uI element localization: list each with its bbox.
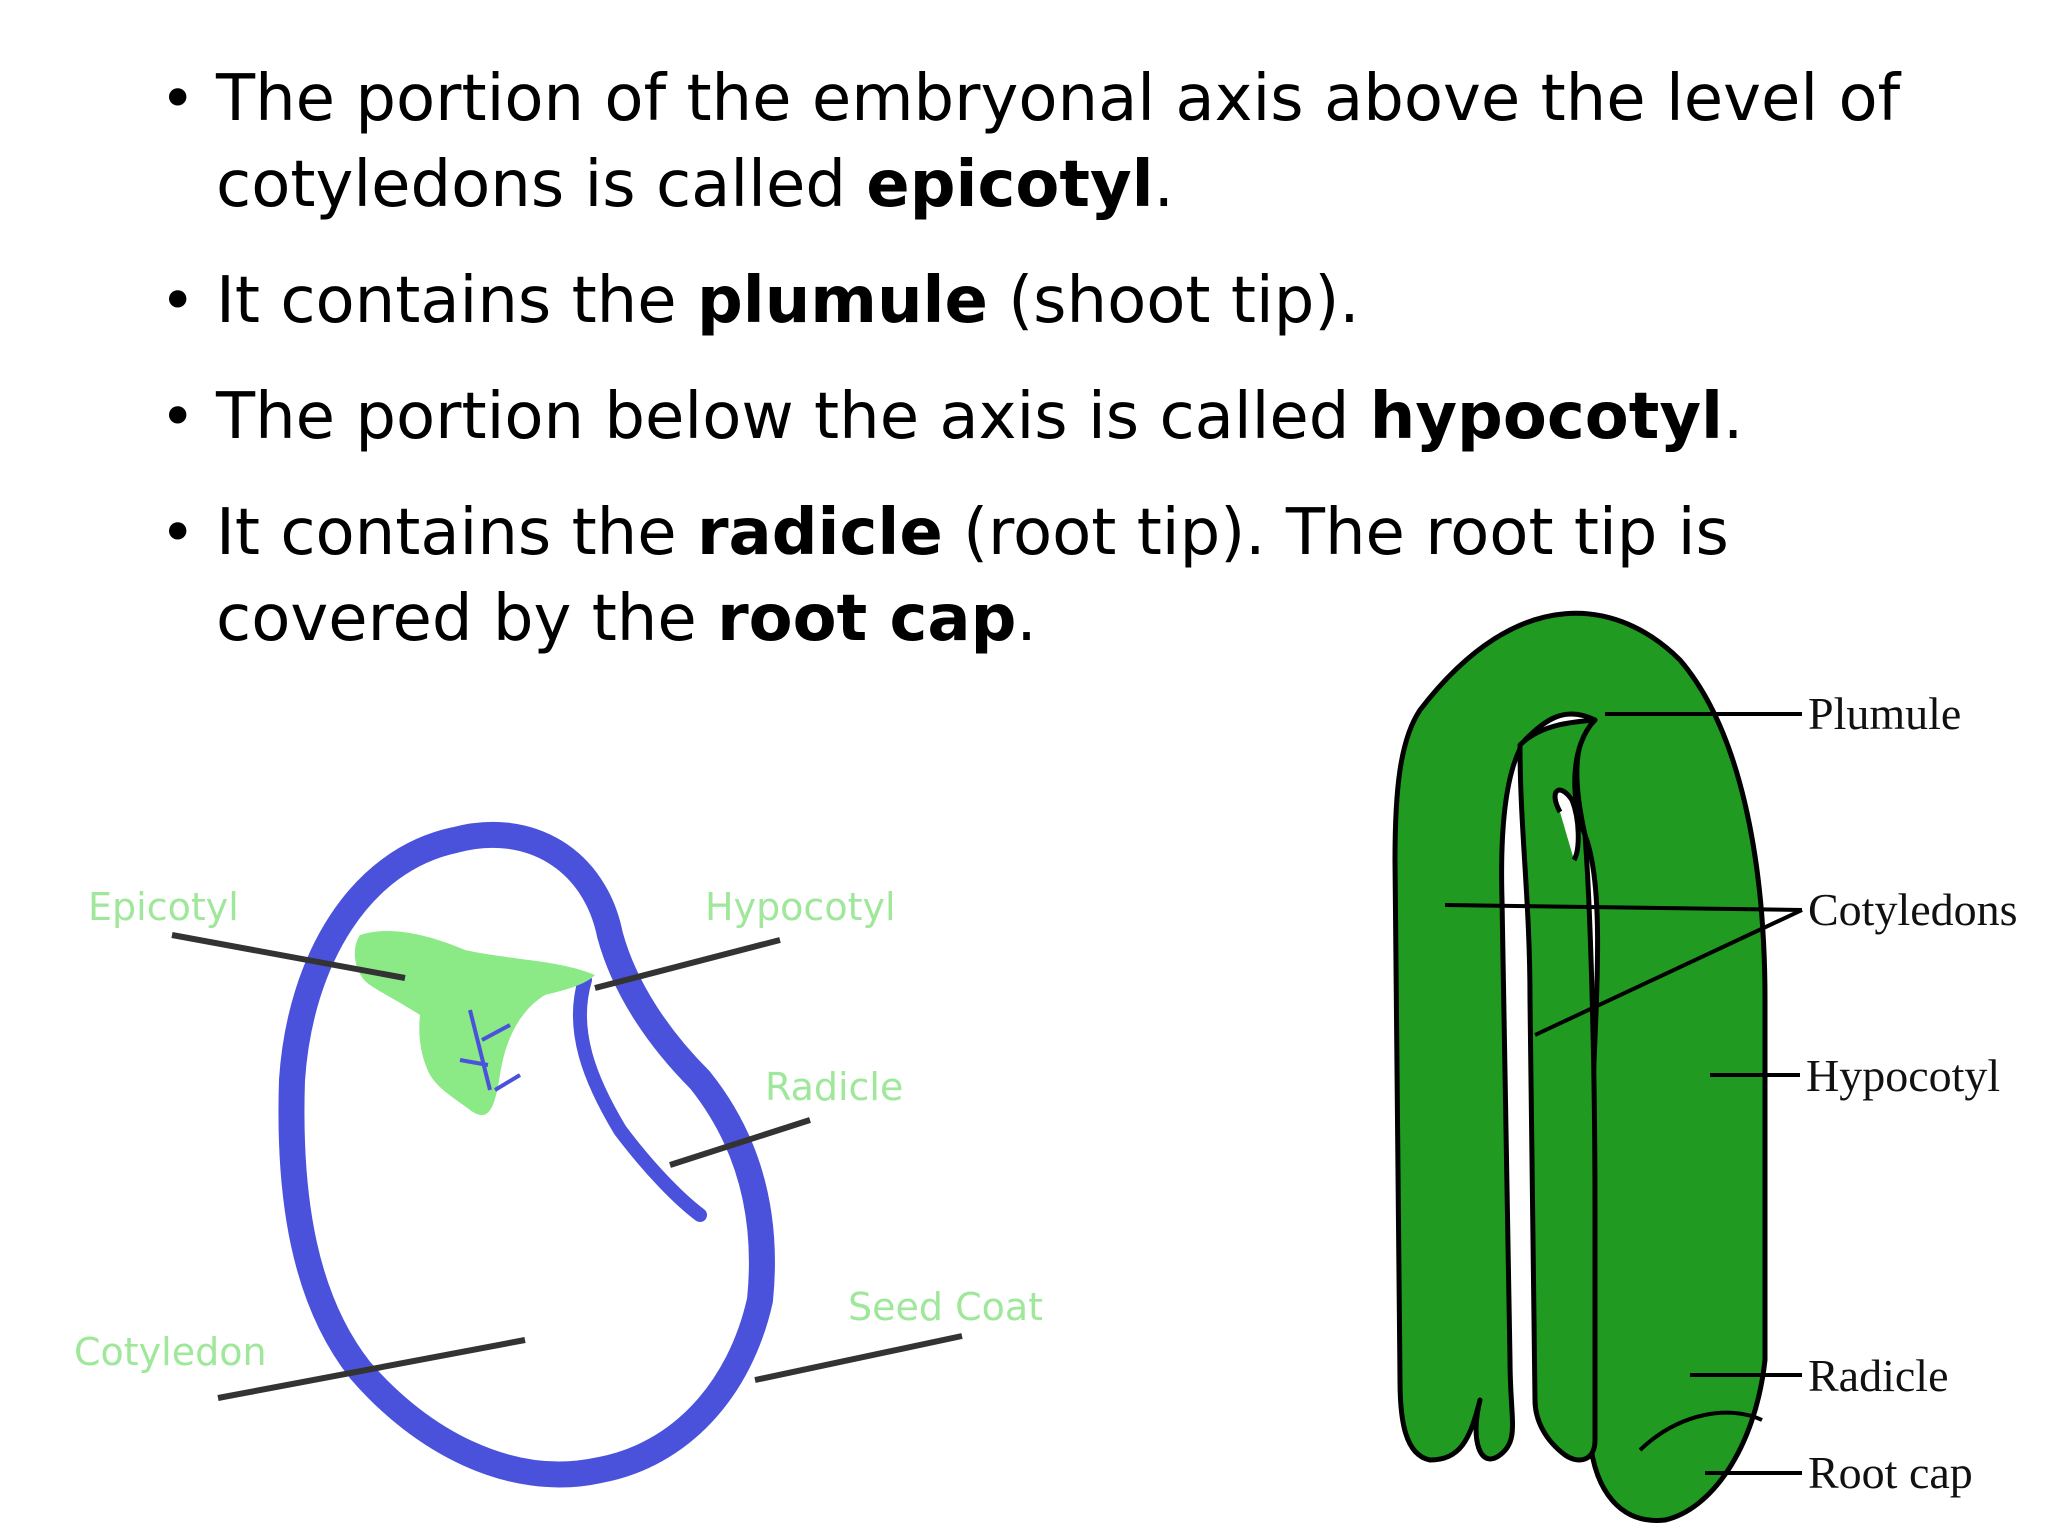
label-epicotyl: Epicotyl [88,885,239,929]
bullet-hypocotyl: • The portion below the axis is called h… [160,374,1920,460]
bullet-text: It contains the [216,496,697,570]
bullet-text: (root tip). The root tip is covered by t… [216,496,1729,656]
label-radicle: Radicle [765,1065,903,1109]
label-cotyledon: Cotyledon [74,1330,267,1374]
bullet-dot: • [160,64,196,134]
bullet-text: (shoot tip). [987,264,1360,338]
cotyledons-pointer-b [1534,908,1803,1037]
seed-coat [278,821,775,1488]
bullet-bold: root cap [717,582,1017,656]
cotyledon-pointer [217,1337,526,1401]
label-hypocotyl: Hypocotyl [1806,1050,2000,1101]
label-root-cap: Root cap [1808,1447,1973,1498]
bullet-dot: • [160,266,196,336]
embryo-diagram: Plumule Cotyledons Hypocotyl Radicle Roo… [1392,610,2018,1523]
bullet-text: The portion of the embryonal axis above … [216,62,1901,222]
bullet-text: It contains the [216,264,697,338]
bullet-text: . [1153,148,1174,222]
plumule-tip [1552,787,1581,862]
label-plumule: Plumule [1808,688,1961,739]
label-hypocotyl: Hypocotyl [705,885,896,929]
label-cotyledons: Cotyledons [1808,884,2018,935]
bullet-text: The portion below the axis is called [216,380,1370,454]
bullet-list: • The portion of the embryonal axis abov… [160,56,1920,692]
bullet-bold: hypocotyl [1369,380,1723,454]
hypocotyl-pointer [594,937,781,991]
bullet-text: . [1016,582,1037,656]
bullet-bold: radicle [696,496,943,570]
bullet-plumule: • It contains the plumule (shoot tip). [160,258,1920,344]
seed-inner-ridge [572,973,707,1222]
radicle-pointer [669,1117,811,1168]
label-radicle: Radicle [1808,1350,1949,1401]
epicotyl-pointer [171,932,406,981]
embryo-veins [459,1009,522,1092]
outer-cotyledon [1392,610,1768,1523]
seed-coat-pointer [754,1333,963,1383]
bullet-bold: epicotyl [866,148,1154,222]
root-cap-curve [1638,1410,1763,1452]
bullet-epicotyl: • The portion of the embryonal axis abov… [160,56,1920,228]
bullet-text: . [1722,380,1744,454]
bullet-dot: • [160,498,196,568]
inner-cotyledon [1517,717,1598,1463]
cotyledons-pointer-a [1444,903,1803,912]
bullet-radicle: • It contains the radicle (root tip). Th… [160,490,1920,662]
bullet-dot: • [160,382,196,452]
seed-diagram: Epicotyl Hypocotyl Radicle Seed Coat Cot… [74,821,1043,1488]
bullet-bold: plumule [696,264,988,338]
label-seed-coat: Seed Coat [848,1285,1043,1329]
